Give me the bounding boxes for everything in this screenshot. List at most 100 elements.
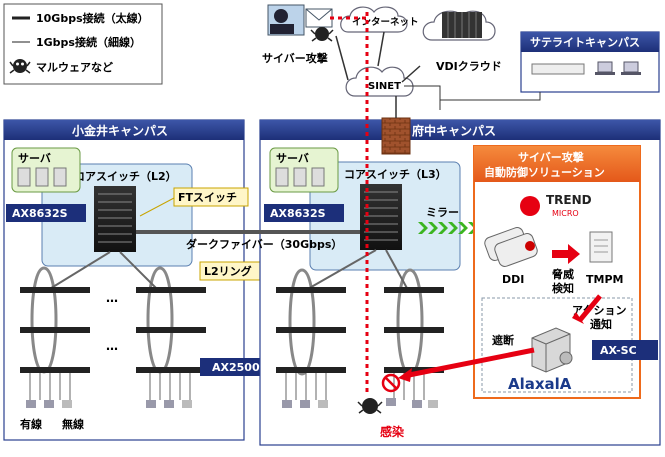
hacker-icon — [274, 9, 288, 23]
internet-sinet-link — [377, 31, 385, 67]
edge-switch-icon — [384, 367, 444, 373]
edge-switch-icon — [276, 367, 346, 373]
fuchu-ax8632s-badge — [264, 204, 344, 222]
server-icon — [35, 167, 49, 187]
alaxala-logo: AlaxalA — [508, 375, 572, 393]
l2-ring-loop — [288, 268, 316, 376]
laptop-icon — [597, 61, 613, 73]
malware-icon-attacker — [315, 27, 329, 41]
satellite-title: サテライトキャンパス — [530, 36, 640, 49]
l2-ring-loop — [146, 266, 174, 374]
edge-switch-icon — [276, 327, 346, 333]
edge-switch-icon — [384, 327, 444, 333]
ax2500s-label: AX2500S — [212, 361, 268, 374]
wireless-ap-icon — [318, 400, 328, 408]
edge-switch-icon — [136, 327, 206, 333]
fuchu-title: 府中キャンパス — [412, 123, 496, 138]
block-label: 遮断 — [492, 333, 514, 347]
koganei-core-switch-icon — [94, 186, 136, 252]
vdi-sinet-link — [401, 65, 421, 83]
fuchu-header — [260, 120, 660, 140]
axsc-label: AX-SC — [600, 344, 637, 357]
fuchu-core-label: コアスイッチ（L3） — [344, 168, 447, 181]
threat-arrow-icon — [552, 244, 580, 264]
koganei-core-label: コアスイッチ（L2） — [74, 170, 177, 183]
koganei-header — [4, 120, 244, 140]
firewall-icon — [381, 117, 411, 155]
internet-label: インターネット — [352, 16, 419, 28]
legend-thin-label: 1Gbps接続（細線） — [36, 35, 141, 49]
gear-icon — [559, 351, 573, 365]
dark-fiber-label: ダークファイバー（30Gbps） — [186, 237, 342, 251]
wireless-ap-icon — [428, 400, 438, 408]
pc-icon — [146, 400, 156, 408]
wireless-ap-icon — [182, 400, 192, 408]
ddi-label: DDI — [502, 273, 524, 286]
koganei-ax8632s-label: AX8632S — [12, 207, 68, 220]
ddi-appliance-icon — [484, 227, 538, 267]
satellite-switch-icon — [531, 63, 585, 75]
action-line2: 通知 — [590, 317, 612, 331]
wired-label: 有線 — [20, 417, 42, 431]
l2-ring-loop — [30, 266, 58, 374]
pc-icon — [300, 400, 310, 408]
action-arrow-icon — [578, 294, 602, 322]
micro-label: MICRO — [552, 209, 579, 218]
koganei-server-label: サーバ — [18, 152, 51, 165]
satellite-link — [404, 85, 541, 110]
pc-icon — [26, 400, 36, 408]
edge-switch-icon — [384, 287, 444, 293]
block-icon — [381, 373, 401, 393]
legend: 10Gbps接続（太線） 1Gbps接続（細線） マルウェアなど — [3, 3, 163, 85]
mirror-label: ミラー — [426, 206, 459, 219]
satellite-header — [521, 32, 659, 52]
solution-header — [474, 146, 640, 182]
vdi-label: VDIクラウド — [436, 60, 502, 73]
legend-thick-label: 10Gbps接続（太線） — [36, 11, 149, 25]
attacker-sinet-link — [335, 35, 349, 81]
pc-icon — [412, 400, 422, 408]
pc-icon — [44, 400, 54, 408]
server-icon — [275, 167, 289, 187]
vdi-cloud: VDIクラウド — [422, 10, 502, 73]
malware-icon — [9, 59, 31, 74]
satellite-campus: サテライトキャンパス — [520, 31, 660, 93]
fuchu-server-label: サーバ — [276, 152, 309, 165]
wireless-label: 無線 — [62, 417, 84, 431]
threat-line2: 検知 — [552, 281, 574, 295]
ellipsis: … — [106, 291, 118, 305]
edge-switch-icon — [20, 367, 90, 373]
koganei-title: 小金井キャンパス — [72, 123, 168, 138]
edge-switch-icon — [20, 287, 90, 293]
axsc-server-icon — [531, 327, 573, 373]
ft-switch-pointer — [139, 197, 175, 217]
l2-ring-loop — [396, 268, 424, 376]
axsc-badge — [592, 340, 658, 360]
malware-icon-infected — [362, 398, 378, 414]
trend-micro-logo-icon — [520, 196, 540, 216]
action-line1: アクション — [572, 304, 626, 317]
internet-cloud: インターネット — [340, 6, 419, 33]
solution-panel: サイバー攻撃 自動防御ソリューション TREND MICRO DDI 脅威 検知… — [473, 145, 658, 399]
cloud-icon — [340, 6, 408, 33]
laptop-icon-2 — [623, 61, 639, 73]
cyber-attack-label: サイバー攻撃 — [262, 51, 328, 65]
wireless-ap-icon — [62, 400, 72, 408]
tmpm-doc-icon — [589, 231, 613, 263]
ft-switch-callout — [173, 187, 249, 207]
infected-label: 感染 — [380, 424, 405, 439]
threat-line1: 脅威 — [551, 267, 574, 281]
ellipsis: … — [106, 339, 118, 353]
block-arrow — [403, 347, 535, 379]
koganei-ax8632s-badge — [6, 204, 86, 222]
infected-pc-icon — [386, 398, 396, 406]
server-icon — [311, 167, 325, 187]
server-icon — [53, 167, 67, 187]
solution-title-line1: サイバー攻撃 — [518, 150, 584, 164]
edge-switch-icon — [136, 287, 206, 293]
cloud-icon-sinet — [345, 66, 414, 97]
pc-icon — [282, 400, 292, 408]
server-icon — [293, 167, 307, 187]
